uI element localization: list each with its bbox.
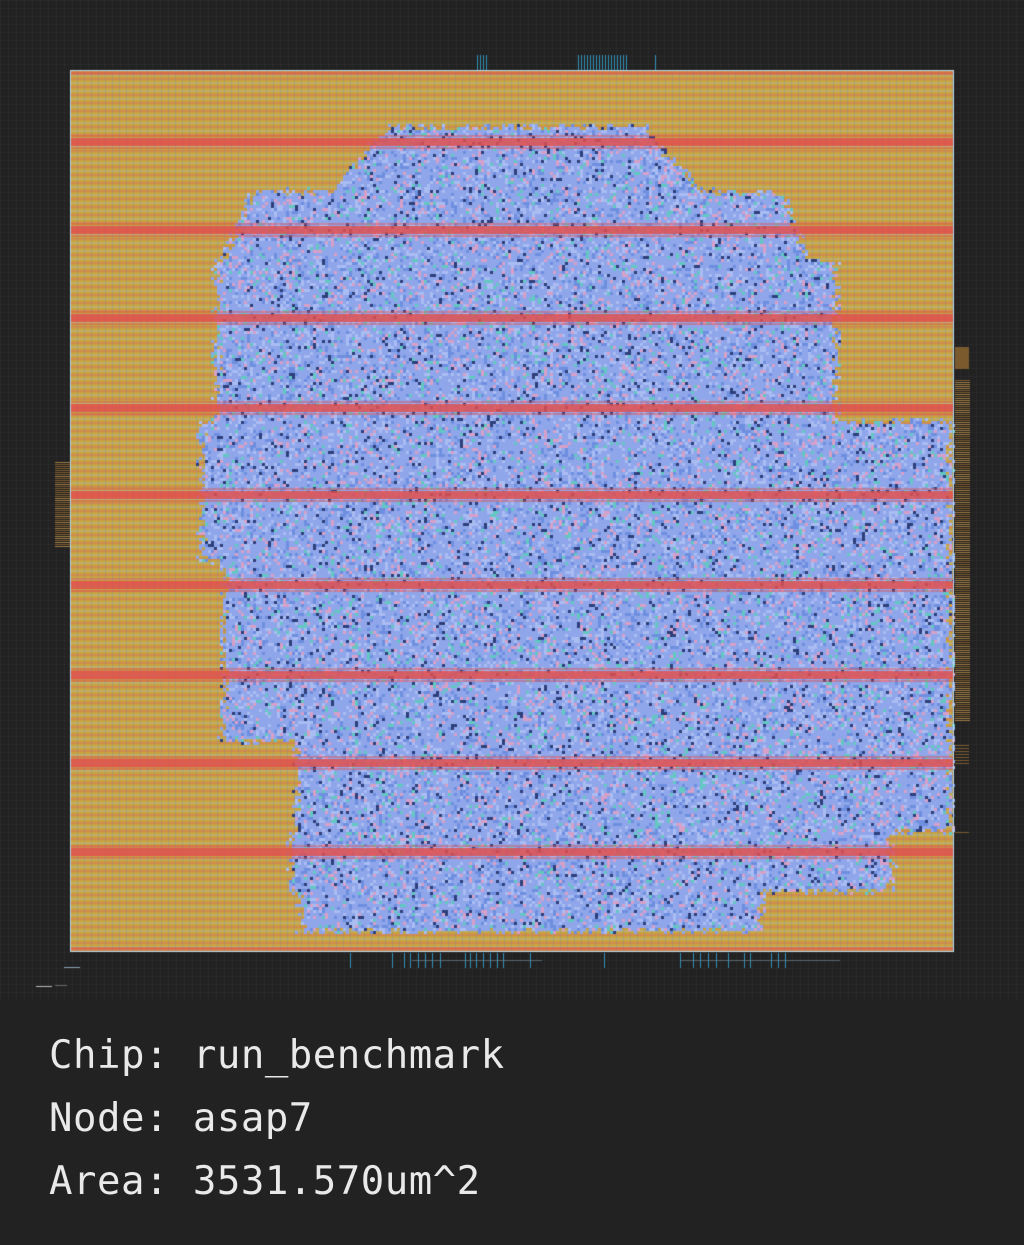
chip-layout-render <box>0 0 1024 1000</box>
chip-info: Chip: run_benchmark Node: asap7 Area: 35… <box>49 1024 505 1213</box>
node-label: Node: asap7 <box>49 1096 313 1141</box>
area-label: Area: 3531.570um^2 <box>49 1159 481 1204</box>
chip-layout-view <box>0 0 1024 1000</box>
chip-name-label: Chip: run_benchmark <box>49 1033 505 1078</box>
